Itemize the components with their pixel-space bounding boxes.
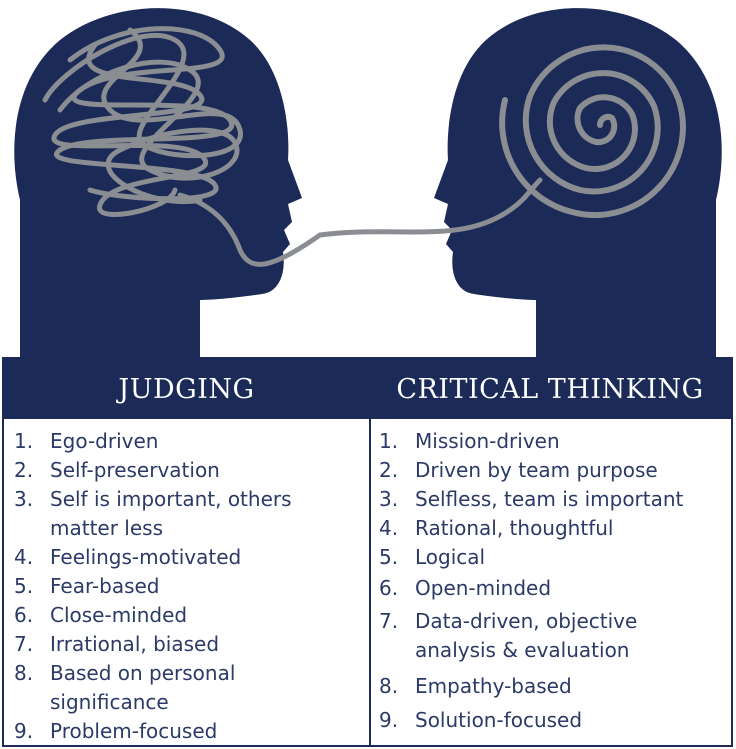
list-item: 3.Selfless, team is important [379,487,684,511]
comparison-table: JUDGING CRITICAL THINKING 1.Ego-driven 2… [2,357,733,747]
list-item: 8.Empathy-based [379,674,572,698]
list-item: 7.Irrational, biased [14,632,220,656]
critical-thinking-title: CRITICAL THINKING [396,374,704,405]
list-item: 5.Logical [379,545,486,569]
table-header: JUDGING CRITICAL THINKING [4,359,731,419]
list-item: 2.Driven by team purpose [379,458,658,482]
list-item: 3.Self is important, others matter less [14,487,292,540]
list-item: 4.Feelings-motivated [14,545,242,569]
list-item: 4.Rational, thoughtful [379,516,614,540]
tangled-scribble-icon [42,26,543,267]
column-divider [369,419,371,745]
judging-title: JUDGING [118,374,255,405]
left-head-icon [14,8,303,360]
list-item: 6.Close-minded [14,603,188,627]
list-item: 8.Based on personal significance [14,661,236,714]
list-item: 2.Self-preservation [14,458,220,482]
right-head-icon [434,8,722,360]
spiral-icon [499,44,686,219]
list-item: 1.Mission-driven [379,429,560,453]
list-item: 6.Open-minded [379,576,552,600]
list-item: 9.Solution-focused [379,708,583,732]
list-item: 7.Data-driven, objective analysis & eval… [379,609,638,662]
list-item: 5.Fear-based [14,574,160,598]
two-heads-illustration [14,8,722,360]
list-item: 9.Problem-focused [14,719,218,743]
list-item: 1.Ego-driven [14,429,159,453]
